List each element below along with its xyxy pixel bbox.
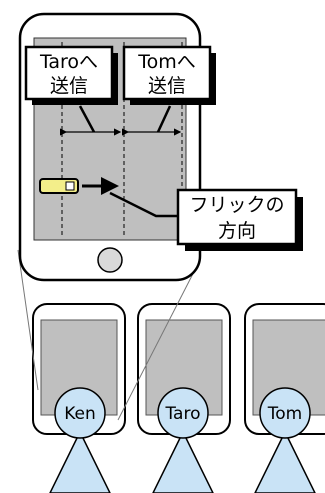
callout-send-taro: Taroへ 送信 xyxy=(24,45,118,105)
callout-flick-direction: フリックの 方向 xyxy=(176,188,303,251)
person-icon xyxy=(152,430,214,493)
callout-pointers xyxy=(78,105,178,218)
svg-text:送信: 送信 xyxy=(148,75,186,97)
svg-text:送信: 送信 xyxy=(50,75,88,97)
person-name: Taro xyxy=(164,404,200,424)
person-tom: Tom xyxy=(254,387,316,493)
phone-ken xyxy=(32,303,126,435)
person-icon xyxy=(49,430,111,493)
svg-text:Taroへ: Taroへ xyxy=(39,51,98,73)
zoom-lines xyxy=(17,249,201,421)
home-button xyxy=(97,247,123,273)
person-name: Ken xyxy=(64,404,96,424)
callout-send-tom: Tomへ 送信 xyxy=(122,45,216,105)
person-taro: Taro xyxy=(152,387,214,493)
svg-text:フリックの: フリックの xyxy=(189,194,284,216)
svg-text:Tomへ: Tomへ xyxy=(137,51,196,73)
person-name: Tom xyxy=(267,404,302,424)
person-icon xyxy=(254,430,316,493)
svg-text:方向: 方向 xyxy=(218,220,256,242)
person-ken: Ken xyxy=(49,387,111,493)
